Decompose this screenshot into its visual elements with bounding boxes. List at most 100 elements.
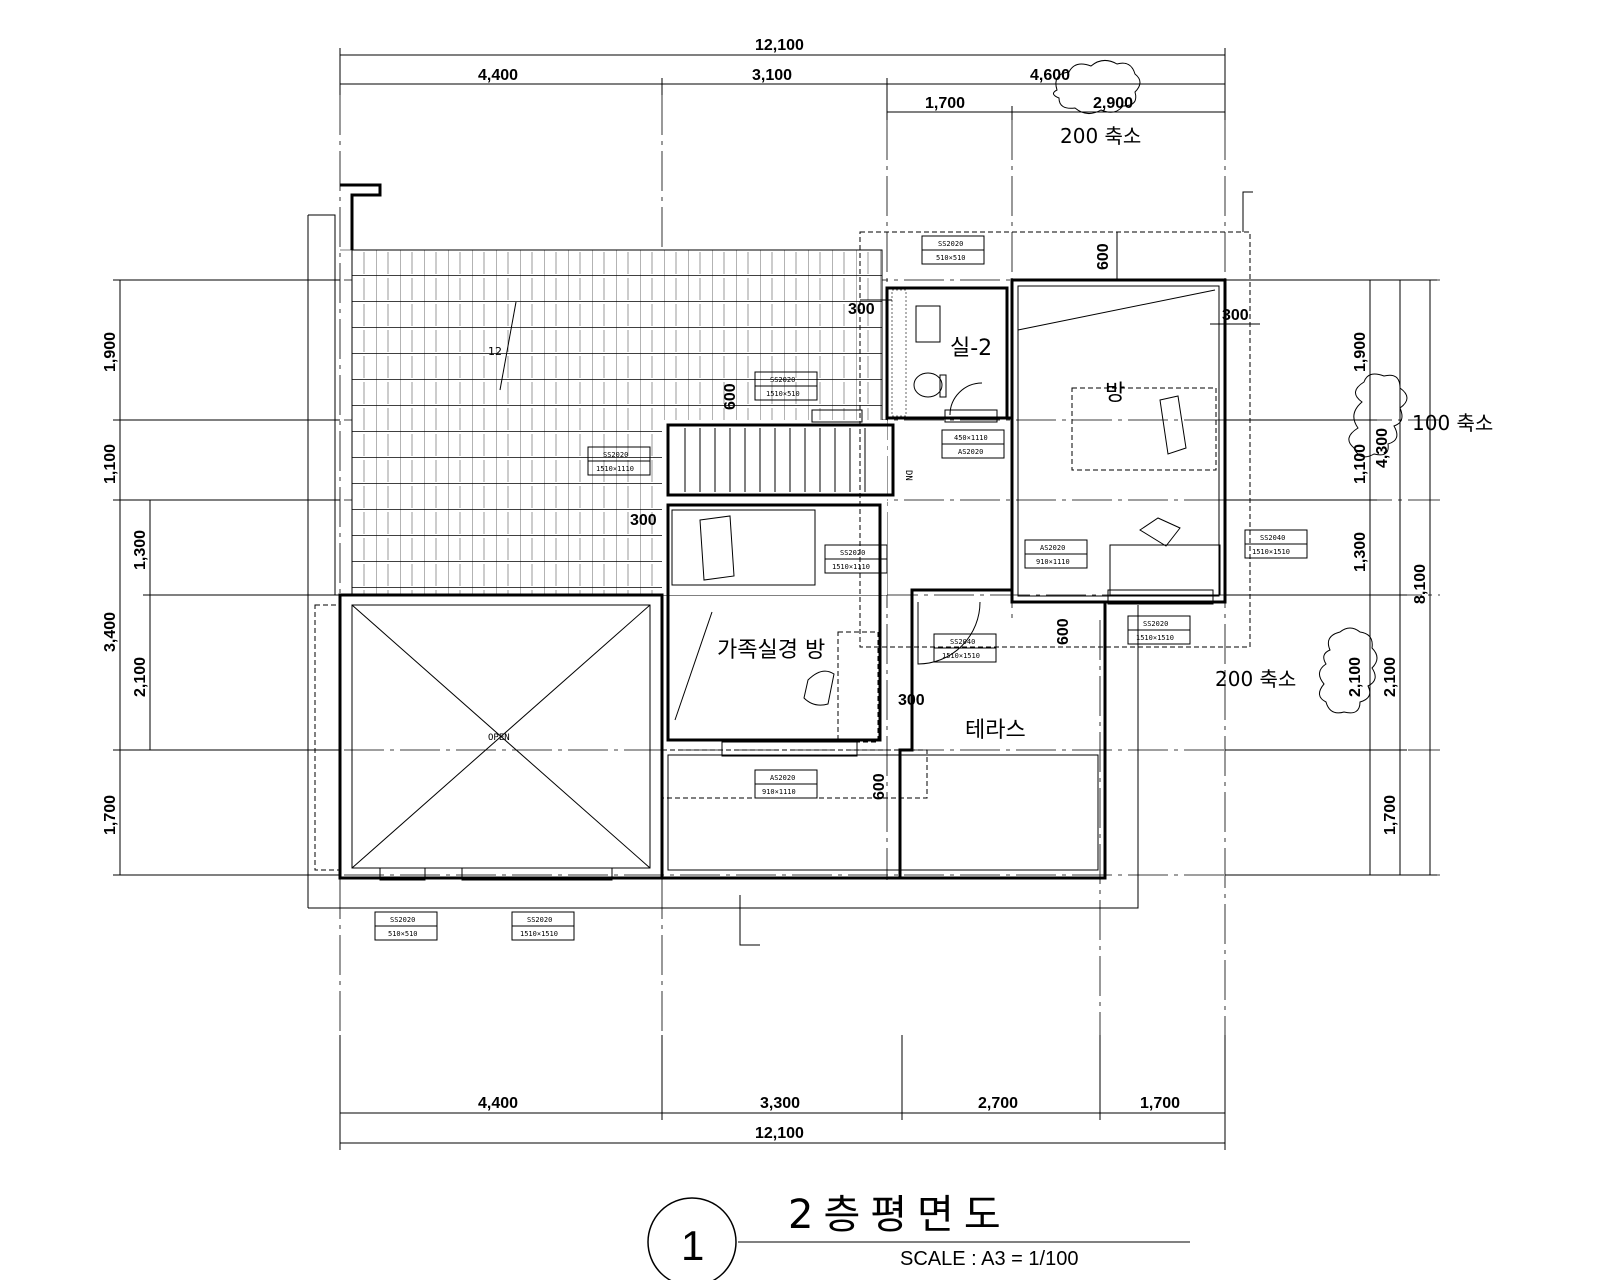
sink-icon	[915, 305, 941, 343]
top-dim-1: 4,400	[478, 67, 518, 84]
tag-10: AS2020 910×1110	[754, 769, 818, 799]
stair-treads	[684, 428, 866, 492]
top-dim-3: 4,600	[1030, 67, 1070, 84]
right-dim-1300: 1,300	[1352, 532, 1369, 572]
dim-600-b: 600	[722, 383, 739, 410]
left-dim-1900: 1,900	[102, 332, 119, 372]
revision-cloud-top	[1053, 60, 1141, 114]
revision-cloud-right-1	[1348, 373, 1408, 458]
svg-text:SS2020: SS2020	[840, 549, 865, 557]
bottom-dim-4: 1,700	[1140, 1095, 1180, 1112]
svg-text:SS2020: SS2020	[603, 451, 628, 459]
note-reduce-lower: 200 축소	[1215, 667, 1296, 691]
pillow-icon	[699, 515, 735, 581]
top-dim-5: 2,900	[1093, 95, 1133, 112]
svg-text:SS2040: SS2040	[1260, 534, 1285, 542]
drawing-number: 1	[681, 1222, 704, 1269]
tag-3: SS2020 1510×1110	[587, 446, 651, 476]
dim-300-c: 300	[630, 512, 657, 529]
bedroom-inner	[1017, 285, 1220, 597]
bottom-dim-3: 2,700	[978, 1095, 1018, 1112]
top-dim-total: 12,100	[755, 37, 804, 54]
svg-text:1510×1110: 1510×1110	[596, 465, 634, 473]
stair-dn-label: DN	[903, 470, 913, 481]
svg-text:SS2020: SS2020	[527, 916, 552, 924]
svg-text:910×1110: 910×1110	[1036, 558, 1070, 566]
open-window-1	[379, 867, 426, 881]
family-room-walls	[666, 503, 882, 742]
svg-text:910×1110: 910×1110	[762, 788, 796, 796]
svg-text:SS2020: SS2020	[770, 376, 795, 384]
chair-icon	[1159, 395, 1187, 455]
svg-text:1510×510: 1510×510	[766, 390, 800, 398]
parapet	[340, 183, 382, 250]
tag-1: SS2020 510×510	[921, 235, 985, 265]
svg-text:1510×1510: 1510×1510	[942, 652, 980, 660]
left-dim-2100: 2,100	[132, 657, 149, 697]
right-dim-total: 8,100	[1412, 564, 1429, 604]
roof-slope-arrow	[499, 301, 517, 391]
top-dim-4: 1,700	[925, 95, 965, 112]
open-window-2	[461, 867, 613, 881]
left-eave-line	[308, 214, 336, 595]
dim-300-b: 300	[1222, 307, 1249, 324]
tag-12: SS2020 1510×1510	[511, 911, 575, 941]
left-dim-1100: 1,100	[102, 444, 119, 484]
hall-walls	[887, 416, 1014, 878]
bathroom-tile-strip	[891, 289, 907, 417]
left-dim-1700: 1,700	[102, 795, 119, 835]
room-label-family: 가족실경 방	[717, 638, 825, 663]
open-cross-2	[351, 604, 651, 869]
tag-4: AS2020 450×1110	[941, 429, 1005, 459]
top-dim-2: 3,100	[752, 67, 792, 84]
revision-cloud-right-2	[1319, 627, 1378, 714]
svg-text:SS2020: SS2020	[938, 240, 963, 248]
svg-text:510×510: 510×510	[388, 930, 418, 938]
svg-text:AS2020: AS2020	[1040, 544, 1065, 552]
leader-bottom	[739, 895, 760, 946]
right-dim-2100: 2,100	[1382, 657, 1399, 697]
family-room-diagonal	[674, 611, 713, 721]
eave-outline	[308, 605, 1139, 909]
upper-roof-dashed	[859, 231, 1251, 648]
svg-text:SS2020: SS2020	[390, 916, 415, 924]
dim-600-d: 600	[871, 773, 888, 800]
room-label-room: 방	[1105, 381, 1125, 406]
note-reduce-right: 100 축소	[1412, 411, 1493, 435]
drawing-scale: SCALE : A3 = 1/100	[900, 1248, 1078, 1270]
svg-text:SS2020: SS2020	[1143, 620, 1168, 628]
bed-outline	[671, 509, 816, 586]
tag-2: SS2020 1510×510	[754, 371, 818, 401]
tag-6: AS2020 910×1110	[1024, 539, 1088, 569]
terrace-overhang-dashed	[661, 749, 928, 799]
drawing-number-circle	[647, 1197, 737, 1280]
right-dim-rev-2100: 2,100	[1347, 657, 1364, 697]
bath-window	[944, 409, 998, 423]
desk-chair-icon	[1139, 517, 1181, 547]
stair-walls	[666, 423, 895, 497]
left-dim-1300: 1,300	[132, 530, 149, 570]
tag-11: SS2020 510×510	[374, 911, 438, 941]
bed-rug	[1071, 387, 1217, 471]
toilet-tank-icon	[939, 374, 947, 398]
dim-300-a: 300	[848, 301, 875, 318]
bottom-dim-1: 4,400	[478, 1095, 518, 1112]
tag-7: SS2020 1510×1110	[824, 544, 888, 574]
open-dashed	[314, 604, 341, 871]
right-dim-1900: 1,900	[1352, 332, 1369, 372]
right-dimension-lines	[1225, 279, 1437, 876]
right-dim-rev-4300: 4,300	[1374, 428, 1391, 468]
svg-text:SS2040: SS2040	[950, 638, 975, 646]
svg-text:1510×1510: 1510×1510	[520, 930, 558, 938]
right-dim-1700: 1,700	[1382, 795, 1399, 835]
top-dimension-lines	[339, 48, 1226, 120]
bottom-dim-2: 3,300	[760, 1095, 800, 1112]
bedroom-window	[1107, 589, 1214, 605]
dim-600-a: 600	[1095, 243, 1112, 270]
open-label: OPEN	[488, 733, 510, 743]
svg-text:1510×1510: 1510×1510	[1136, 634, 1174, 642]
bottom-dim-total: 12,100	[755, 1125, 804, 1142]
svg-text:450×1110: 450×1110	[954, 434, 988, 442]
tag-5: SS2040 1510×1510	[1244, 529, 1308, 559]
